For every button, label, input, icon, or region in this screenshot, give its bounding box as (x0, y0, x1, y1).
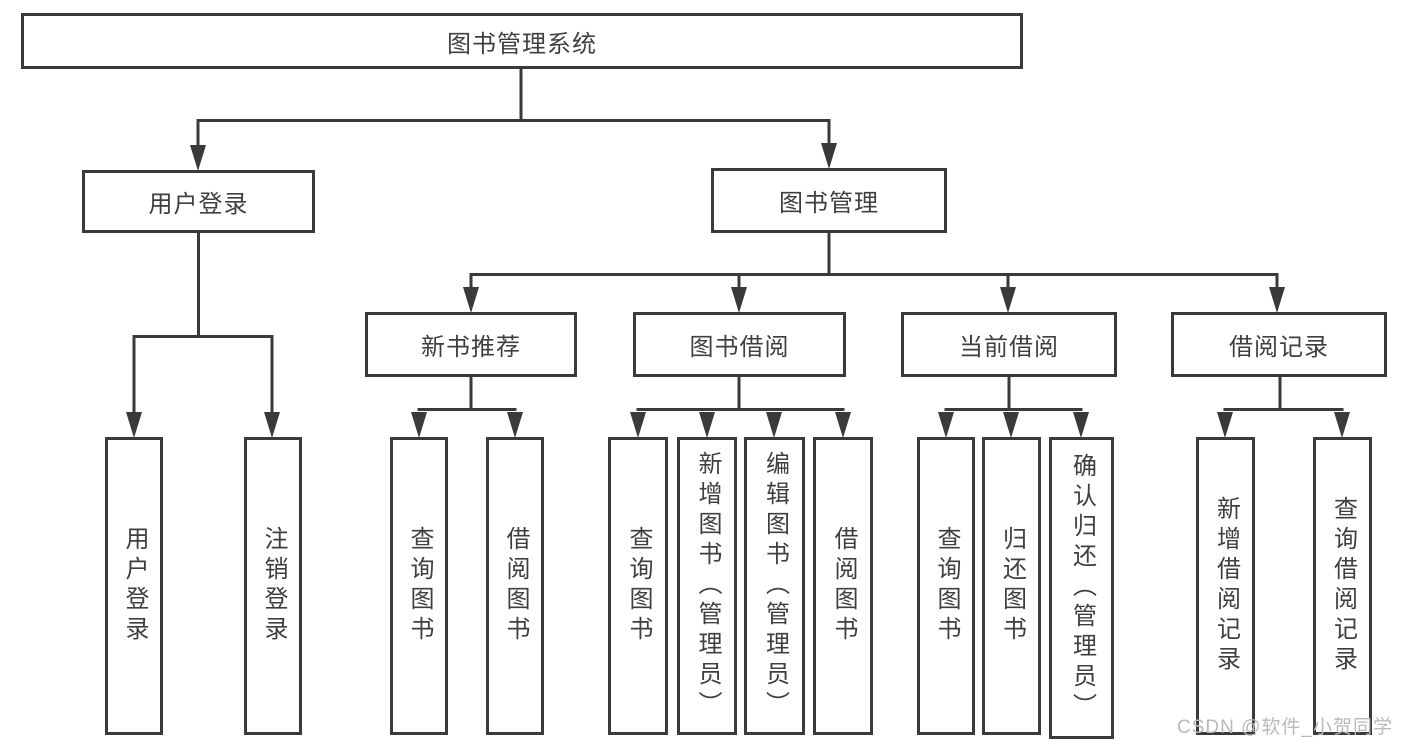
node-new-book-recommend: 新书推荐 (365, 312, 577, 377)
leaf-query-borrow-record-label: 查询借阅记录 (1329, 496, 1357, 676)
leaf-user-login: 用户登录 (105, 437, 163, 735)
leaf-borrow-books-recommend: 借阅图书 (486, 437, 544, 735)
node-root-label: 图书管理系统 (447, 30, 597, 58)
node-book-management: 图书管理 (711, 168, 947, 233)
leaf-confirm-return-admin-label: 确认归还（管理员） (1068, 453, 1096, 723)
leaf-query-books-recommend-label: 查询图书 (406, 526, 433, 646)
node-book-borrow-label: 图书借阅 (689, 334, 790, 361)
leaf-query-books-current: 查询图书 (917, 437, 975, 735)
node-user-login-label: 用户登录 (148, 191, 249, 218)
leaf-edit-book-admin: 编辑图书（管理员） (744, 437, 805, 735)
watermark: CSDN @软件_小贺同学 (1177, 717, 1393, 738)
leaf-user-login-label: 用户登录 (121, 526, 148, 646)
leaf-borrow-books: 借阅图书 (813, 437, 873, 735)
leaf-query-books-borrow-label: 查询图书 (625, 526, 652, 646)
leaf-return-book-label: 归还图书 (998, 526, 1026, 646)
leaf-borrow-books-label: 借阅图书 (830, 526, 857, 646)
leaf-add-book-admin-label: 新增图书（管理员） (694, 451, 721, 721)
node-user-login: 用户登录 (82, 170, 315, 233)
leaf-add-borrow-record-label: 新增借阅记录 (1212, 496, 1240, 676)
leaf-logout-label: 注销登录 (260, 526, 287, 646)
leaf-query-books-current-label: 查询图书 (933, 526, 960, 646)
leaf-edit-book-admin-label: 编辑图书（管理员） (761, 451, 789, 721)
node-book-management-label: 图书管理 (779, 190, 879, 217)
node-current-borrow: 当前借阅 (901, 312, 1117, 377)
node-book-borrow: 图书借阅 (633, 312, 846, 377)
leaf-query-borrow-record: 查询借阅记录 (1313, 437, 1372, 735)
leaf-query-books-borrow: 查询图书 (608, 437, 668, 735)
node-borrow-records-label: 借阅记录 (1229, 334, 1329, 361)
leaf-add-borrow-record: 新增借阅记录 (1196, 437, 1255, 735)
leaf-logout: 注销登录 (244, 437, 302, 735)
node-current-borrow-label: 当前借阅 (959, 334, 1059, 361)
node-borrow-records: 借阅记录 (1171, 312, 1387, 377)
leaf-confirm-return-admin: 确认归还（管理员） (1049, 437, 1114, 739)
leaf-return-book: 归还图书 (982, 437, 1041, 735)
node-new-book-recommend-label: 新书推荐 (421, 334, 521, 361)
leaf-add-book-admin: 新增图书（管理员） (677, 437, 737, 735)
leaf-borrow-books-recommend-label: 借阅图书 (502, 526, 529, 646)
node-root: 图书管理系统 (21, 13, 1023, 69)
leaf-query-books-recommend: 查询图书 (390, 437, 448, 735)
